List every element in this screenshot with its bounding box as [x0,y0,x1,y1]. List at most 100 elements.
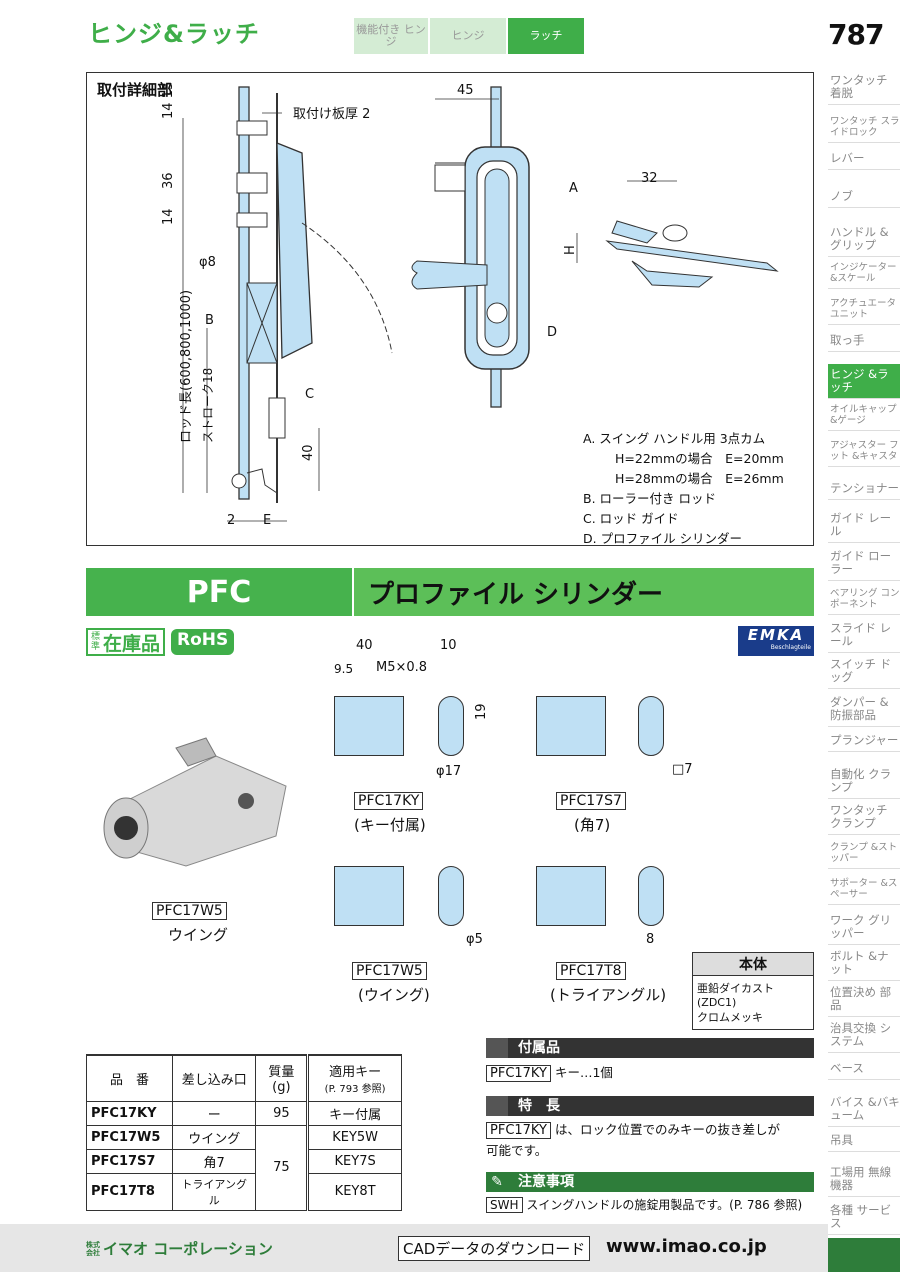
detail-title: 取付詳細部 [97,81,173,99]
footer-accent [828,1238,900,1272]
sidebar-item[interactable]: アジャスター フット &キャスタ [828,436,900,467]
caution-text: スイングハンドルの施錠用製品です。(P. 786 参照) [526,1198,803,1212]
plate-thickness-label: 取付け板厚 2 [293,107,371,122]
sidebar-item[interactable]: ガイド レール [828,508,900,543]
variant-code-t8: PFC17T8 [556,962,626,980]
sidebar-item[interactable]: クランプ &ストッパー [828,838,900,869]
sidebar-item[interactable]: ベアリング コンポーネント [828,584,900,615]
tab-latch[interactable]: ラッチ [508,18,584,54]
sidebar-item[interactable]: レバー [828,148,900,170]
product-photo [103,737,287,867]
sidebar-item[interactable]: 工場用 無線機器 [828,1162,900,1197]
sidebar-item[interactable]: ワンタッチ スライドロック [828,112,900,143]
caution-header: ✎注意事項 [486,1172,814,1192]
dim-14-15: 14 15 [161,81,176,119]
row-code: PFC17KY [86,1100,173,1126]
sidebar-item[interactable]: 治具交換 システム [828,1018,900,1053]
spec-table: 品 番 差し込み口 質量 (g) 適用キー(P. 793 参照) PFC17KY… [86,1054,402,1211]
sidebar-item[interactable]: ワーク グリッパー [828,910,900,945]
note-a: A. スイング ハンドル用 3点カム [583,431,766,446]
dim-phi5: φ5 [466,932,483,947]
sidebar-item[interactable]: テンショナー [828,478,900,500]
emka-logo: EMKA Beschlagteile [738,626,814,656]
sidebar-item[interactable]: スイッチ ドッグ [828,654,900,689]
dim-2: 2 [227,513,236,528]
material-header: 本体 [693,953,813,976]
feature-text1: は、ロック位置でのみキーの抜き差しが [554,1122,780,1137]
pfc17t8-front [638,866,664,926]
row-code: PFC17S7 [86,1148,173,1174]
photo-label: PFC17W5 [152,902,227,920]
mounting-drawing [182,86,779,522]
sidebar-item[interactable]: ハンドル &グリップ [828,222,900,257]
sidebar-item[interactable]: ガイド ローラー [828,546,900,581]
rohs-badge: RoHS [171,629,235,655]
dim-stroke: ストローク18 [201,367,215,443]
sidebar-item[interactable]: 位置決め 部品 [828,982,900,1017]
th-mass: 質量 (g) [255,1054,309,1102]
row-code: PFC17W5 [86,1124,173,1150]
sidebar-item[interactable]: ノブ [828,186,900,208]
sidebar-item[interactable]: 吊具 [828,1130,900,1152]
dim-m5: M5×0.8 [376,660,428,675]
material-box: 本体 亜鉛ダイカスト(ZDC1) クロムメッキ [692,952,814,1030]
sidebar-item[interactable]: オイルキャップ &ゲージ [828,400,900,431]
variant-code-ky: PFC17KY [354,792,424,810]
tab-hinge[interactable]: ヒンジ [430,18,506,54]
caution-body: SWH スイングハンドルの施錠用製品です。(P. 786 参照) [486,1196,802,1213]
sidebar-item[interactable]: アクチュエータ ユニット [828,294,900,325]
sidebar-item[interactable]: ワンタッチ 着脱 [828,70,900,105]
row-key: KEY5W [306,1124,402,1150]
product-name-banner: プロファイル シリンダー [354,568,814,616]
dim-40: 40 [301,444,316,461]
tab-functional-hinge[interactable]: 機能付き ヒンジ [354,18,428,54]
th-key-label: 適用キー [329,1065,382,1081]
note-h28: H=28mmの場合 E=26mm [615,471,784,486]
sidebar-item[interactable]: 自動化 クランプ [828,764,900,799]
callout-b: B [205,313,214,328]
accessory-title: 付属品 [518,1040,560,1056]
sidebar-item[interactable]: ワンタッチ クランプ [828,800,900,835]
pfc17ky-side [334,696,404,756]
website-link[interactable]: www.imao.co.jp [606,1236,767,1257]
accessory-text: キー…1個 [554,1065,613,1080]
sidebar-item[interactable]: 各種 サービス [828,1200,900,1235]
caution-title: 注意事項 [518,1174,574,1190]
note-c: C. ロッド ガイド [583,511,679,526]
sidebar-item[interactable]: ヒンジ &ラッチ [828,364,900,399]
row-mass: 95 [255,1100,309,1126]
sidebar-item[interactable]: ダンパー &防振部品 [828,692,900,727]
accessory-tag: PFC17KY [486,1065,551,1082]
cad-download-link[interactable]: CADデータのダウンロード [398,1236,591,1261]
sidebar-item[interactable]: バイス &バキューム [828,1092,900,1127]
pfc17s7-front [638,696,664,756]
feature-body: PFC17KY は、ロック位置でのみキーの抜き差しが可能です。 [486,1120,814,1161]
dim-36: 36 [161,172,176,189]
material-line1: 亜鉛ダイカスト(ZDC1) [697,982,774,1009]
company-name: 株式会社 イマオ コーポレーション [86,1238,273,1259]
feature-header: 特 長 [486,1096,814,1116]
sidebar-item[interactable]: インジケーター &スケール [828,258,900,289]
sidebar-item[interactable]: ボルト &ナット [828,946,900,981]
dim-rod-length: ロッド長(600,800,1000) [179,289,194,443]
footer: 株式会社 イマオ コーポレーション CADデータのダウンロード www.imao… [0,1224,828,1272]
sidebar-item[interactable]: プランジャー [828,730,900,752]
caution-tag: SWH [486,1197,523,1213]
page-number: 787 [828,18,884,51]
stock-badge: 標準 在庫品 [86,628,166,656]
variant-sub-w5: (ウイング) [358,986,430,1004]
variant-code-w5: PFC17W5 [352,962,427,980]
stock-label: 在庫品 [103,632,161,655]
pfc17ky-front [438,696,464,756]
brand-sub: Beschlagteile [770,644,811,651]
variant-sub-t8: (トライアングル) [550,986,667,1004]
sidebar-item[interactable]: ベース [828,1058,900,1080]
dim-h: H [563,245,578,255]
row-insert: トライアングル [171,1172,257,1211]
pfc17w5-side [334,866,404,926]
sidebar-item[interactable]: 取っ手 [828,330,900,352]
sidebar-item[interactable]: サポーター &スペーサー [828,874,900,905]
sidebar-item[interactable]: スライド レール [828,618,900,653]
brand-name: EMKA [747,626,805,644]
dim-8: 8 [646,932,655,947]
